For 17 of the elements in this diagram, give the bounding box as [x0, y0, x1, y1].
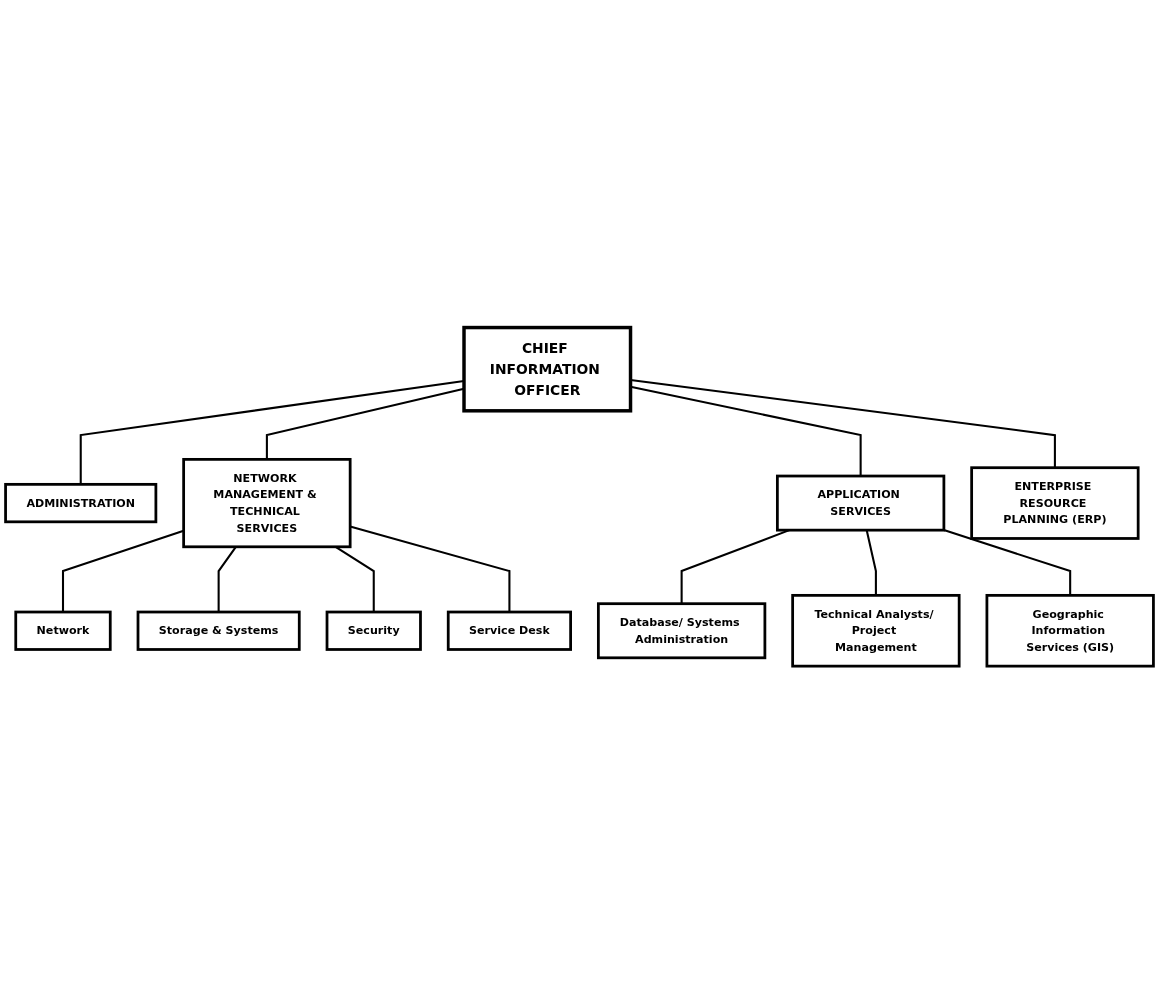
node-box: ADMINISTRATION: [4, 483, 158, 524]
connector: [61, 530, 184, 613]
node-box: Storage & Systems: [136, 610, 301, 652]
connector: [335, 546, 375, 613]
node-box: ENTERPRISE RESOURCE PLANNING (ERP): [970, 466, 1140, 540]
connector: [865, 530, 877, 596]
node-box: Security: [325, 610, 422, 652]
node-box: Technical Analysts/ Project Management: [791, 594, 961, 668]
node-box: Service Desk: [446, 610, 572, 652]
node-box: Network: [14, 610, 112, 652]
connector: [217, 546, 237, 613]
connector: [943, 529, 1072, 596]
node-box: Geographic Information Services (GIS): [985, 594, 1155, 668]
node-box: Database/ Systems Administration: [597, 602, 767, 660]
node-box: APPLICATION SERVICES: [776, 474, 946, 532]
node-box: NETWORK MANAGEMENT & TECHNICAL SERVICES: [182, 458, 352, 549]
node-box: CHIEF INFORMATION OFFICER: [462, 325, 633, 413]
